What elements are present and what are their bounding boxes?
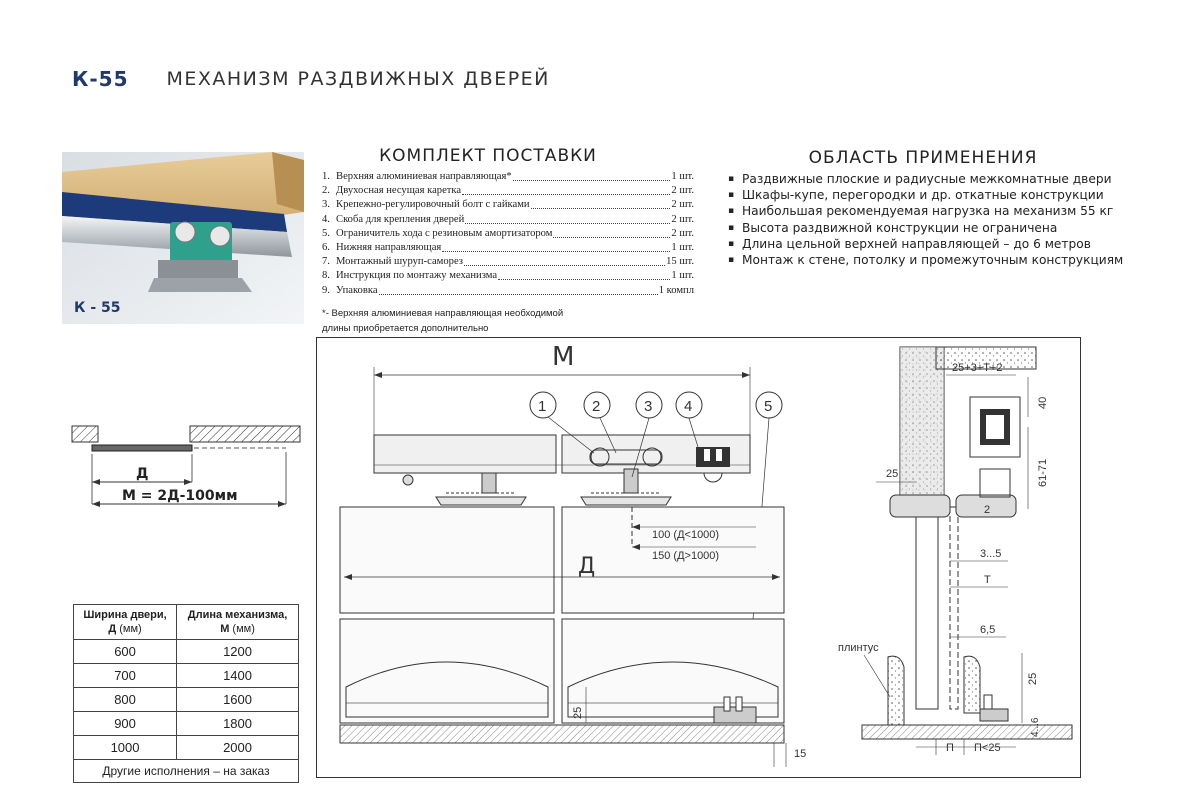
callout-2: 2 [592, 398, 600, 415]
section-dim-40: 40 [1037, 397, 1049, 409]
application-item: ▪Высота раздвижной конструкции не ограни… [728, 220, 1058, 235]
kit-item: 5.Ограничитель хода с резиновым амортиза… [322, 227, 694, 239]
callout-4: 4 [684, 398, 692, 415]
callout-3: 3 [644, 398, 652, 415]
footnote-line-1: *- Верхняя алюминиевая направляющая необ… [322, 308, 564, 319]
bullet-icon: ▪ [728, 190, 735, 201]
application-item: ▪Наибольшая рекомендуемая нагрузка на ме… [728, 204, 1114, 219]
product-code: К-55 [72, 67, 129, 91]
kit-item: 1.Верхняя алюминиевая направляющая*1 шт. [322, 171, 694, 182]
section-dim-2: 2 [984, 504, 990, 516]
formula-label: М = 2Д-100мм [122, 488, 238, 504]
section-dim-top: 25+3+Т+2 [952, 362, 1002, 374]
photo-label: К - 55 [74, 300, 120, 316]
custom-sizes-note: Другие исполнения – на заказ [73, 759, 299, 783]
bullet-icon: ▪ [728, 255, 735, 266]
bullet-icon: ▪ [728, 174, 735, 184]
bullet-icon: ▪ [728, 238, 735, 249]
dim-150: 150 (Д>1000) [652, 550, 719, 562]
table-footer-row: Другие исполнения – на заказ [73, 759, 299, 783]
bullet-icon: ▪ [728, 206, 735, 217]
bullet-icon: ▪ [728, 222, 735, 233]
delivery-set-title: КОМПЛЕКТ ПОСТАВКИ [379, 146, 597, 166]
section-dim-t: Т [984, 574, 991, 586]
page-header: К-55 МЕХАНИЗМ РАЗДВИЖНЫХ ДВЕРЕЙ [72, 64, 550, 94]
length-formula-diagram: Д М = 2Д-100мм [70, 418, 302, 510]
size-table: Ширина двери,Д (мм) Длина механизма,М (м… [72, 604, 299, 783]
table-header-row: Ширина двери,Д (мм) Длина механизма,М (м… [72, 604, 299, 640]
section-dim-25-low: 25 [1027, 673, 1039, 685]
application-area-title: ОБЛАСТЬ ПРИМЕНЕНИЯ [808, 148, 1038, 168]
footnote-line-2: длины приобретается дополнительно [322, 323, 489, 334]
dim-m-label: М [552, 342, 574, 372]
product-photo: К - 55 [62, 152, 304, 324]
delivery-set: КОМПЛЕКТ ПОСТАВКИ 1.Верхняя алюминиевая … [322, 146, 694, 298]
dim-d-label: Д [136, 466, 148, 482]
delivery-set-list: 1.Верхняя алюминиевая направляющая*1 шт.… [322, 170, 694, 298]
page-title: МЕХАНИЗМ РАЗДВИЖНЫХ ДВЕРЕЙ [166, 68, 550, 90]
delivery-footnote: *- Верхняя алюминиевая направляющая необ… [322, 306, 612, 336]
section-dim-p: П [946, 742, 954, 754]
section-dim-61-71: 61-71 [1037, 459, 1049, 487]
application-item: ▪Раздвижные плоские и радиусные межкомна… [728, 172, 1112, 186]
col-door-width-header: Ширина двери,Д (мм) [72, 604, 178, 640]
kit-item: 3.Крепежно-регулировочный болт с гайками… [322, 199, 694, 211]
dim-100: 100 (Д<1000) [652, 529, 719, 541]
technical-drawing: М 1 2 3 4 5 [316, 337, 1081, 778]
callout-5: 5 [764, 398, 772, 415]
section-dim-4-6: 4...6 [1030, 717, 1041, 737]
section-dim-p25: П<25 [974, 742, 1001, 754]
section-dim-6-5: 6,5 [980, 624, 995, 636]
callout-1: 1 [538, 398, 546, 415]
application-item: ▪Шкафы-купе, перегородки и др. откатные … [728, 188, 1104, 203]
section-plinth-label: плинтус [838, 642, 879, 654]
application-area: ОБЛАСТЬ ПРИМЕНЕНИЯ ▪Раздвижные плоские и… [728, 148, 1128, 268]
dim-d-drawing: Д [578, 554, 595, 579]
dim-15: 15 [794, 748, 806, 760]
application-list: ▪Раздвижные плоские и радиусные межкомна… [728, 171, 1128, 268]
section-dim-3-5: 3...5 [980, 548, 1001, 560]
col-mechanism-length-header: Длина механизма,М (мм) [176, 604, 299, 640]
application-item: ▪Монтаж к стене, потолку и промежуточным… [728, 253, 1124, 268]
section-dim-25: 25 [886, 468, 898, 480]
dim-25-left: 25 [572, 707, 584, 719]
application-item: ▪Длина цельной верхней направляющей – до… [728, 236, 1091, 251]
